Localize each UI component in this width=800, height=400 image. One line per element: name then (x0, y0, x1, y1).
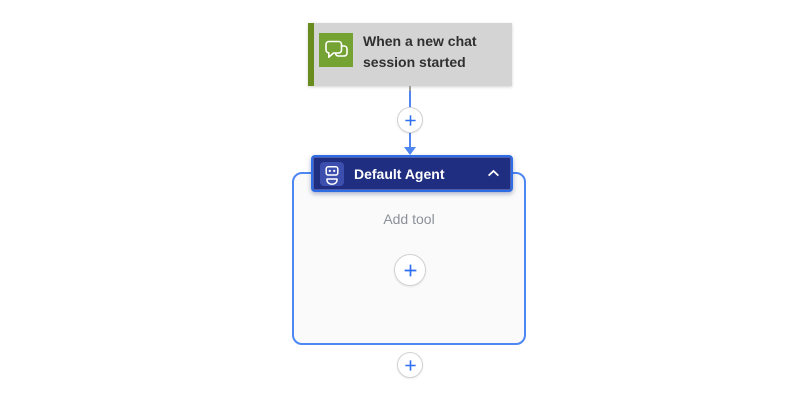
agent-title: Default Agent (354, 165, 445, 182)
plus-icon (404, 264, 416, 276)
trigger-card[interactable]: When a new chat session started (308, 23, 512, 86)
edge-stub (409, 86, 411, 92)
trigger-accent-bar (308, 23, 314, 86)
plus-icon (404, 359, 416, 371)
trigger-title: When a new chat session started (363, 33, 477, 70)
edge-arrowhead-icon (404, 147, 416, 155)
agent-bot-icon (320, 161, 344, 186)
insert-node-button[interactable] (397, 107, 423, 133)
chat-bubbles-icon (319, 33, 353, 67)
collapse-button[interactable] (485, 167, 502, 180)
agent-header[interactable]: Default Agent (311, 155, 513, 192)
add-tool-placeholder: Add tool (383, 211, 435, 227)
chevron-up-icon (488, 169, 499, 177)
add-node-below-button[interactable] (397, 352, 423, 378)
add-tool-button[interactable] (394, 254, 426, 286)
plus-icon (404, 114, 416, 126)
